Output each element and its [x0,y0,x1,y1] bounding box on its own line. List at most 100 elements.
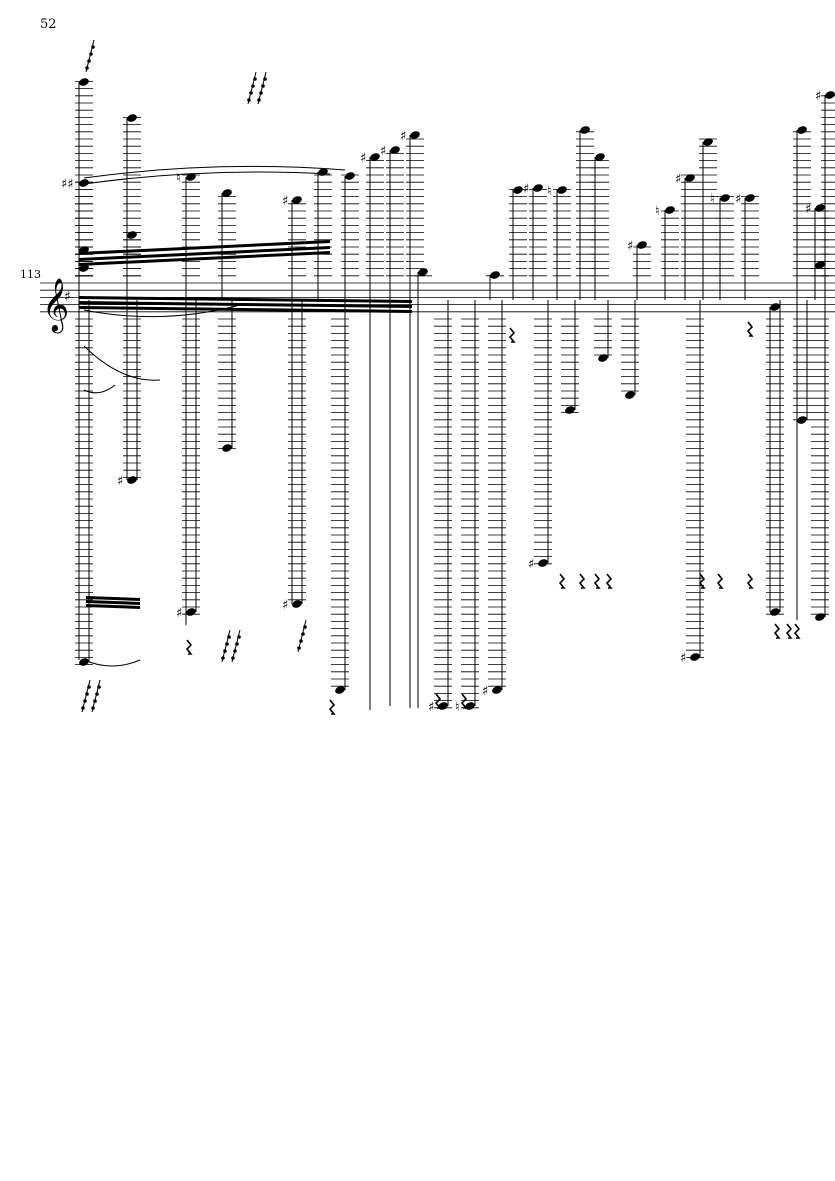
sharp-sign: ♯ [360,151,366,166]
note-head [690,653,700,661]
grace-note [297,646,301,650]
grace-note [223,649,227,653]
note-head [625,391,635,399]
sharp-sign: ♯ [528,557,534,572]
note-head [222,189,232,197]
note-head [797,126,807,134]
note-head [79,179,89,187]
sharp-sign: ♯ [282,194,288,209]
note-head [186,608,196,616]
beam [79,306,412,313]
grace-note [231,656,235,660]
slur [83,659,141,667]
note-head [127,476,137,484]
note-head [513,186,523,194]
quarter-rest-icon [716,573,724,589]
slur [83,345,161,381]
note-head [490,271,500,279]
natural-sign: ♮ [655,204,660,219]
page-number: 52 [40,17,57,32]
grace-note [91,706,95,710]
grace-note [263,77,267,81]
slur [83,384,116,394]
quarter-rest-icon [785,623,793,639]
grace-note [299,639,303,643]
note-head [557,186,567,194]
note-head [410,131,420,139]
grace-note [221,656,225,660]
sharp-sign: ♯♯ [61,177,74,192]
measure-number: 113 [20,268,41,281]
note-head [79,78,89,86]
key-signature-sharp: ♯ [64,289,71,305]
grace-note [225,642,229,646]
grace-note [259,91,263,95]
grace-note [97,685,101,689]
note-head [745,194,755,202]
sharp-sign: ♯ [400,129,406,144]
grace-note [83,699,87,703]
note-head [598,354,608,362]
sharp-sign: ♯ [680,651,686,666]
note-head [186,173,196,181]
note-head [770,608,780,616]
note-head [685,174,695,182]
treble-clef-icon: 𝄞 [42,277,69,333]
grace-note [247,98,251,102]
grace-note [87,685,91,689]
grace-note [81,706,85,710]
note-head [815,204,825,212]
grace-note [301,632,305,636]
note-head [565,406,575,414]
note-head [390,146,400,154]
grace-note [251,84,255,88]
grace-note [89,52,93,56]
sharp-sign: ♯ [523,182,529,197]
slur [83,304,241,318]
beam [86,596,140,601]
note-head [292,196,302,204]
sharp-sign: ♯ [735,192,741,207]
quarter-rest-icon [185,639,193,655]
grace-note [95,692,99,696]
grace-note [237,635,241,639]
beam [79,251,330,266]
quarter-rest-icon [460,693,468,709]
note-head [492,686,502,694]
note-head [815,613,825,621]
quarter-rest-icon [793,623,801,639]
quarter-rest-icon [578,573,586,589]
note-head [703,138,713,146]
note-head [127,114,137,122]
grace-note [257,98,261,102]
note-head [79,264,89,272]
natural-sign: ♮ [547,184,552,199]
beam [79,246,330,261]
note-head [770,303,780,311]
note-head [127,231,137,239]
note-head [637,241,647,249]
sharp-sign: ♯ [428,700,434,715]
natural-sign: ♮ [710,192,715,207]
quarter-rest-icon [593,573,601,589]
note-head [79,658,89,666]
sharp-sign: ♯ [176,606,182,621]
grace-note [85,692,89,696]
sharp-sign: ♯ [380,144,386,159]
sharp-sign: ♯ [815,89,821,104]
note-head [665,206,675,214]
note-head [815,261,825,269]
note-head [222,444,232,452]
grace-note [227,635,231,639]
note-head [595,153,605,161]
grace-note [85,66,89,70]
note-head [720,194,730,202]
beam [86,600,140,605]
quarter-rest-icon [746,573,754,589]
note-head [465,702,475,710]
note-head [335,686,345,694]
quarter-rest-icon [328,699,336,715]
natural-sign: ♮ [455,700,460,715]
sharp-sign: ♯ [675,172,681,187]
